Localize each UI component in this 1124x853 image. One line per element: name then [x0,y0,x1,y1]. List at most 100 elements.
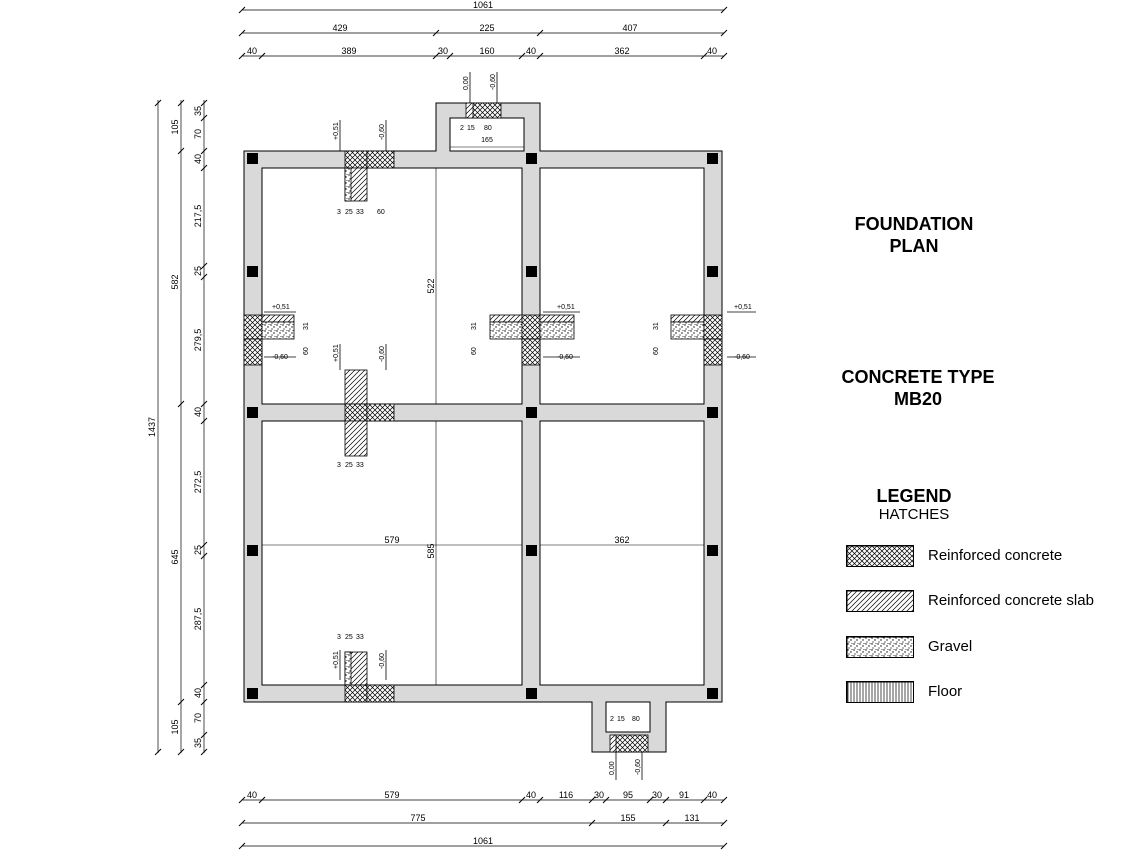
level-top-plus: +0,51 [333,122,340,140]
sec-dim-e2: 2 [610,716,614,723]
dim-bot-total: 1061 [473,836,493,846]
dim-left-25b: 25 [193,545,203,555]
column [247,153,258,164]
dim-top-40b: 40 [526,46,536,56]
dim-tick [177,698,185,706]
dim-bot-30b: 30 [652,790,662,800]
dim-tick [646,796,654,804]
sec-dim-f2: 15 [617,716,625,723]
dim-tick [238,6,246,14]
dim-left-2875: 287,5 [193,608,203,631]
dim-left-40c: 40 [193,688,203,698]
dim-tick [200,99,208,107]
dim-tick [200,541,208,549]
sec-dim-d2: 60 [303,347,310,355]
dim-bot-155: 155 [620,813,635,823]
dim-entry-165: 165 [481,137,493,144]
dim-tick [238,819,246,827]
dim-top-429: 429 [332,23,347,33]
dim-ticks [154,6,728,850]
sec-dim-c: 33 [356,209,364,216]
dim-left-70b: 70 [193,713,203,723]
section-details [243,102,723,753]
room-bottom-left [261,420,523,686]
vertical-hatch-swatch [846,681,914,703]
level-bentry-zero: 0,00 [609,761,616,775]
sec-dim-c3: 33 [356,634,364,641]
dim-tick [154,748,162,756]
legend-item-reinforced-concrete: Reinforced concrete [846,545,1116,569]
dim-tick [662,796,670,804]
level-mid-plus: +0,51 [333,344,340,362]
dim-tick [177,748,185,756]
dim-bot-30a: 30 [594,790,604,800]
dim-inner-362: 362 [614,535,629,545]
column [526,688,537,699]
dim-bot-775: 775 [410,813,425,823]
dim-left-2725: 272,5 [193,471,203,494]
dim-left-105b: 105 [170,719,180,734]
dim-top-40a: 40 [247,46,257,56]
entrance-bottom-inner [605,701,651,733]
plan-title-line2: PLAN [889,236,939,256]
dim-tick [700,796,708,804]
column [247,407,258,418]
dim-left-total: 1437 [147,417,157,437]
column [526,153,537,164]
dim-bot-95: 95 [623,790,633,800]
dim-tick [588,819,596,827]
dim-tick [258,796,266,804]
dim-tick [432,29,440,37]
level-entry-zero: 0,00 [463,76,470,90]
column [247,688,258,699]
dim-left-2795: 279,5 [193,329,203,352]
column [247,545,258,556]
sec-dim-d4: 60 [653,347,660,355]
dim-tick [238,842,246,850]
legend-label: Gravel [928,638,973,655]
level-center-minus: -0,60 [557,354,573,361]
dim-tick [602,796,610,804]
level-mid-minus: -0,60 [379,346,386,362]
dots-swatch [846,636,914,658]
sec-dim-g: 80 [484,125,492,132]
column [707,545,718,556]
plan-title-line1: FOUNDATION [854,214,974,234]
dim-left-25a: 25 [193,266,203,276]
dim-inner-585: 585 [426,543,436,558]
level-top-minus: -0,60 [379,124,386,140]
dim-top-total: 1061 [473,0,493,10]
dim-tick [238,52,246,60]
legend-item-floor: Floor [846,681,1116,705]
sec-dim-a2: 3 [337,462,341,469]
level-marker-lines [264,72,756,780]
legend-item-reinforced-concrete-slab: Reinforced concrete slab [846,590,1116,614]
dim-top-362: 362 [614,46,629,56]
sec-dim-e: 2 [460,125,464,132]
dim-tick [720,796,728,804]
sec-dim-b3: 25 [345,634,353,641]
level-bot-plus: +0,51 [333,651,340,669]
rooms [261,117,705,733]
dim-tick [238,29,246,37]
concrete-type-line1: CONCRETE TYPE [841,367,995,387]
inner-dim-lines [262,146,704,685]
column [247,266,258,277]
dim-tick [200,262,208,270]
sec-dim-a3: 3 [337,634,341,641]
dim-top-30: 30 [438,46,448,56]
sec-dim-g2: 80 [632,716,640,723]
dim-top-160: 160 [479,46,494,56]
cross-hatch-swatch [846,545,914,567]
legend-label: Floor [928,683,963,700]
level-entry-minus: -0,60 [490,74,497,90]
dim-tick [200,273,208,281]
sec-dim-c2: 33 [356,462,364,469]
dim-tick [720,842,728,850]
dim-bot-131: 131 [684,813,699,823]
level-bot-minus: -0,60 [379,653,386,669]
dim-tick [200,681,208,689]
dim-left-582: 582 [170,274,180,289]
dim-bot-91: 91 [679,790,689,800]
